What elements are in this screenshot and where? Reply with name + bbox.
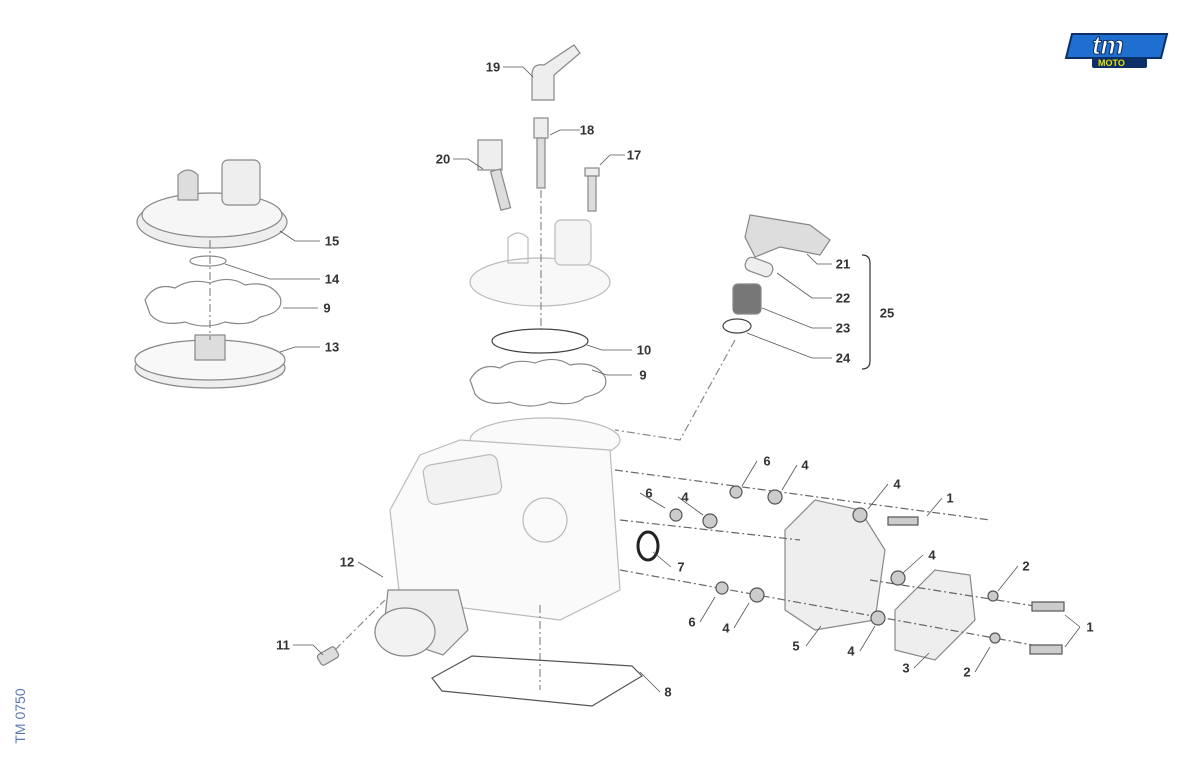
- callout-6: 6: [763, 453, 771, 469]
- bushing-4: [767, 489, 783, 505]
- callout-1: 1: [946, 490, 954, 506]
- callout-4: 4: [847, 643, 855, 659]
- power-valve-cover-5: [784, 499, 886, 631]
- tm-moto-logo: tm MOTO: [1062, 24, 1174, 70]
- o-ring-14: [189, 255, 227, 267]
- callout-2: 2: [963, 664, 971, 680]
- callout-9: 9: [323, 300, 331, 316]
- svg-text:MOTO: MOTO: [1098, 58, 1125, 68]
- callout-3: 3: [902, 660, 910, 676]
- callout-2: 2: [1022, 558, 1030, 574]
- cylinder-head: [469, 219, 611, 307]
- o-ring-7: [636, 530, 660, 562]
- o-ring-10: [491, 328, 589, 354]
- callout-4: 4: [893, 476, 901, 492]
- callout-14: 14: [324, 271, 340, 287]
- callout-7: 7: [677, 559, 685, 575]
- screw-17: [584, 167, 600, 212]
- gasket-9-left: [144, 278, 282, 327]
- callout-4: 4: [928, 547, 936, 563]
- washer-6: [729, 485, 743, 499]
- bushing-4: [749, 587, 765, 603]
- head-insert-13: [134, 334, 286, 389]
- spark-plug-cap-19: [531, 44, 581, 101]
- callout-6: 6: [688, 614, 696, 630]
- callout-11: 11: [276, 637, 290, 653]
- callout-8: 8: [664, 684, 672, 700]
- cylinder-head-cover: [136, 159, 288, 249]
- callout-21: 21: [835, 256, 851, 272]
- washer-2: [987, 590, 999, 602]
- washer-2: [989, 632, 1001, 644]
- callout-10: 10: [636, 342, 652, 358]
- base-gasket-8: [431, 655, 643, 707]
- sleeve-22: [744, 256, 774, 278]
- callout-9: 9: [639, 367, 647, 383]
- callout-22: 22: [835, 290, 851, 306]
- hose-23: [732, 283, 762, 315]
- bushing-4: [852, 507, 868, 523]
- gasket-9-center: [469, 358, 607, 407]
- screw-11: [316, 646, 340, 666]
- callout-23: 23: [835, 320, 851, 336]
- bushing-4: [890, 570, 906, 586]
- bushing-4: [870, 610, 886, 626]
- callout-12: 12: [339, 554, 355, 570]
- callout-4: 4: [722, 620, 730, 636]
- callout-4: 4: [681, 489, 689, 505]
- screw-1: [1029, 644, 1063, 655]
- exhaust-flange-12: [374, 589, 469, 657]
- callout-5: 5: [792, 638, 800, 654]
- spark-plug-18: [533, 117, 549, 189]
- screw-1: [887, 516, 919, 526]
- callout-4: 4: [801, 457, 809, 473]
- document-id: TM 0750: [12, 688, 28, 744]
- callout-19: 19: [485, 59, 501, 75]
- sensor-21: [744, 214, 831, 258]
- bushing-4: [702, 513, 718, 529]
- washer-6: [715, 581, 729, 595]
- callout-24: 24: [835, 350, 851, 366]
- temperature-sensor-20: [477, 139, 512, 212]
- cover-3: [894, 569, 976, 661]
- svg-text:tm: tm: [1092, 30, 1124, 60]
- bracket-25: [861, 254, 871, 370]
- screw-1: [1031, 601, 1065, 612]
- callout-18: 18: [579, 122, 595, 138]
- washer-6: [669, 508, 683, 522]
- callout-15: 15: [324, 233, 340, 249]
- callout-13: 13: [324, 339, 340, 355]
- callout-6: 6: [645, 485, 653, 501]
- callout-20: 20: [435, 151, 451, 167]
- callout-1: 1: [1086, 619, 1094, 635]
- callout-25: 25: [879, 305, 895, 321]
- cylinder: [389, 417, 621, 621]
- clamp-24: [722, 318, 752, 334]
- callout-17: 17: [626, 147, 642, 163]
